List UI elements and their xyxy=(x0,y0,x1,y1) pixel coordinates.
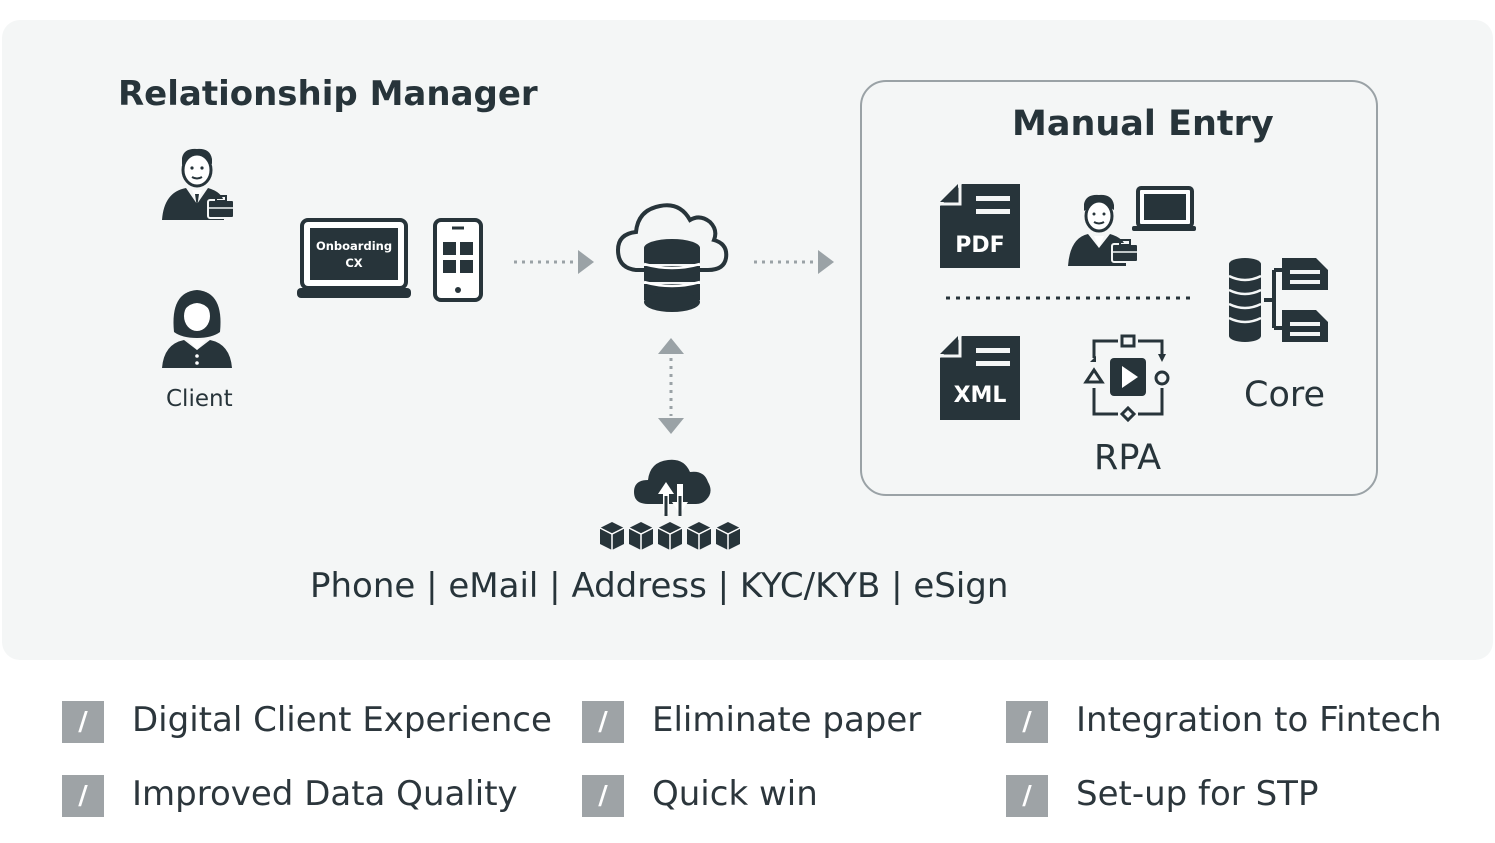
client-label: Client xyxy=(166,386,233,412)
arrow-cloud-to-manual-entry xyxy=(754,250,834,274)
cloud-data-exchange-icon xyxy=(599,459,741,550)
core-system-icon xyxy=(1228,258,1328,342)
benefit-mark-icon: / xyxy=(1006,775,1048,817)
benefit-mark-icon: / xyxy=(62,775,104,817)
manual-entry-box xyxy=(860,80,1378,496)
laptop-screen-line2: CX xyxy=(345,256,362,270)
operator-with-laptop-icon xyxy=(1068,186,1196,266)
laptop-screen-line1: Onboarding xyxy=(316,239,392,253)
smartphone-icon xyxy=(433,218,483,302)
arrow-cloud-data-bidirectional xyxy=(658,338,684,434)
laptop-icon: Onboarding CX xyxy=(297,218,411,298)
rpa-robot-process-icon xyxy=(1083,334,1170,423)
benefit-mark-icon: / xyxy=(582,775,624,817)
benefit-item: Eliminate paper xyxy=(652,700,922,740)
relationship-manager-title: Relationship Manager xyxy=(118,74,538,114)
arrow-devices-to-cloud xyxy=(514,250,594,274)
benefit-mark-icon: / xyxy=(582,701,624,743)
relationship-manager-icon xyxy=(162,148,235,220)
pdf-document-icon: PDF xyxy=(940,184,1020,268)
pdf-label: PDF xyxy=(955,233,1004,258)
data-services-label: Phone | eMail | Address | KYC/KYB | eSig… xyxy=(310,566,1009,606)
xml-document-icon: XML xyxy=(940,336,1020,420)
benefit-item: Set-up for STP xyxy=(1076,774,1319,814)
client-icon xyxy=(162,290,232,368)
manual-entry-divider xyxy=(946,296,1194,300)
cloud-database-icon xyxy=(615,203,729,312)
manual-entry-title: Manual Entry xyxy=(1012,104,1274,144)
benefit-item: Quick win xyxy=(652,774,818,814)
benefit-item: Improved Data Quality xyxy=(132,774,518,814)
benefit-item: Integration to Fintech xyxy=(1076,700,1442,740)
rpa-label: RPA xyxy=(1094,438,1162,478)
benefit-mark-icon: / xyxy=(62,701,104,743)
benefit-mark-icon: / xyxy=(1006,701,1048,743)
xml-label: XML xyxy=(954,383,1007,408)
benefit-item: Digital Client Experience xyxy=(132,700,552,740)
core-label: Core xyxy=(1244,375,1326,415)
